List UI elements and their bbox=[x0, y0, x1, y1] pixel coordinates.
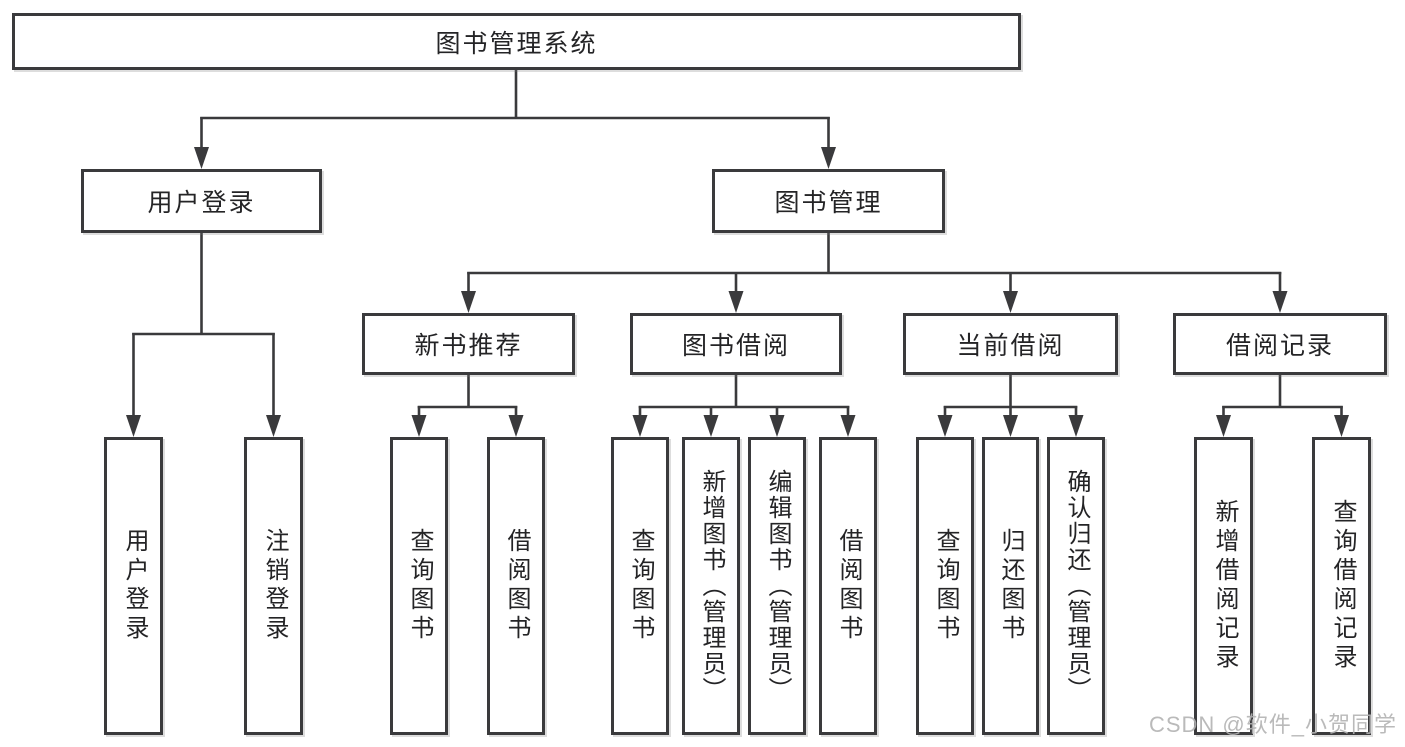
csdn-watermark: CSDN @软件_小贺同学 bbox=[1148, 712, 1397, 737]
leaf-return-books: 归还图书 bbox=[982, 437, 1039, 735]
node-book-borrowing: 图书借阅 bbox=[630, 313, 842, 375]
leaf-confirm-return-admin: 确认归还（管理员） bbox=[1047, 437, 1105, 735]
leaf-add-books-admin: 新增图书（管理员） bbox=[682, 437, 740, 735]
leaf-borrow-books-borrowing: 借阅图书 bbox=[819, 437, 877, 735]
leaf-borrow-books-recommend: 借阅图书 bbox=[487, 437, 545, 735]
leaf-add-borrow-record: 新增借阅记录 bbox=[1194, 437, 1253, 735]
leaf-query-books-borrowing: 查询图书 bbox=[611, 437, 669, 735]
node-current-borrowing: 当前借阅 bbox=[903, 313, 1118, 375]
leaf-edit-books-admin: 编辑图书（管理员） bbox=[748, 437, 806, 735]
leaf-query-borrow-record: 查询借阅记录 bbox=[1312, 437, 1371, 735]
node-library-management-system: 图书管理系统 bbox=[12, 13, 1021, 70]
leaf-query-books-current: 查询图书 bbox=[916, 437, 974, 735]
node-new-book-recommend: 新书推荐 bbox=[362, 313, 575, 375]
leaf-user-login: 用户登录 bbox=[104, 437, 163, 735]
node-book-management: 图书管理 bbox=[712, 169, 945, 233]
node-borrowing-records: 借阅记录 bbox=[1173, 313, 1387, 375]
leaf-query-books-recommend: 查询图书 bbox=[390, 437, 448, 735]
node-user-login: 用户登录 bbox=[81, 169, 322, 233]
leaf-logout-login: 注销登录 bbox=[244, 437, 303, 735]
